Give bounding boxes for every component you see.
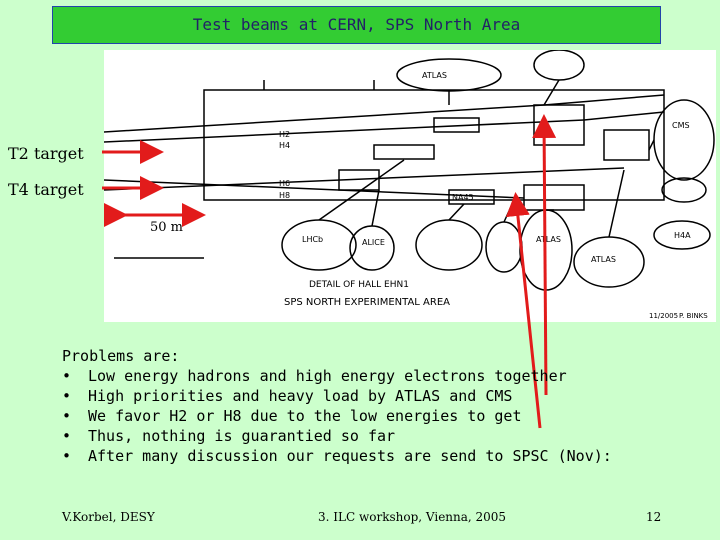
problems-heading: Problems are:: [62, 347, 180, 365]
alice-zone: [349, 225, 395, 271]
beam-line-h6: [103, 179, 525, 199]
beam-line-h4: [103, 119, 585, 143]
beam-label-h4: H4: [279, 141, 290, 150]
page-number: 12: [646, 510, 662, 524]
atlas-top-label: ATLAS: [422, 71, 447, 80]
list-item: •High priorities and heavy load by ATLAS…: [62, 387, 513, 405]
lhcb-label: LHCb: [302, 235, 323, 244]
beam-line-h2: [103, 104, 545, 133]
cms-zone: [653, 99, 715, 181]
area-label: SPS NORTH EXPERIMENTAL AREA: [284, 297, 450, 308]
list-item: •We favor H2 or H8 due to the low energi…: [62, 407, 522, 425]
problems-list: Problems are: •Low energy hadrons and hi…: [62, 346, 612, 466]
atlas-zone-right: [519, 209, 573, 291]
hall-map: H2 H4 H6 H8 H4A ATLAS ALICE NA45 LHCb CM…: [103, 49, 715, 320]
atlas-mid-label: ATLAS: [591, 255, 616, 264]
footer-event: 3. ILC workshop, Vienna, 2005: [318, 510, 507, 524]
beam-label-h4a: H4A: [674, 231, 691, 240]
lhcb-zone: [281, 219, 357, 271]
t4-target-label: T4 target: [8, 180, 84, 199]
scale-label: 50 m: [150, 220, 184, 235]
alice-label: ALICE: [362, 238, 385, 247]
list-item: •After many discussion our requests are …: [62, 447, 612, 465]
cms-label: CMS: [672, 121, 690, 130]
corner-author: P. BINKS: [679, 312, 708, 320]
beamline-diagram: H2 H4 H6 H8 H4A ATLAS ALICE NA45 LHCb CM…: [103, 49, 716, 322]
atlas-right-label: ATLAS: [536, 235, 561, 244]
beam-line-h8: [103, 167, 625, 191]
list-item: •Low energy hadrons and high energy elec…: [62, 367, 567, 385]
corner-date: 11/2005: [649, 312, 678, 320]
atlas-zone-top: [396, 58, 502, 92]
beam-label-h8: H8: [279, 191, 290, 200]
list-item: •Thus, nothing is guarantied so far: [62, 427, 396, 445]
beam-label-h2: H2: [279, 130, 290, 139]
na45-label: NA45: [452, 193, 474, 202]
title-bar: Test beams at CERN, SPS North Area: [52, 6, 661, 44]
slide-title: Test beams at CERN, SPS North Area: [192, 15, 521, 34]
footer-author: V.Korbel, DESY: [62, 510, 155, 524]
beam-label-h6: H6: [279, 179, 290, 188]
t2-target-label: T2 target: [8, 144, 84, 163]
detail-label: DETAIL OF HALL EHN1: [309, 280, 409, 290]
